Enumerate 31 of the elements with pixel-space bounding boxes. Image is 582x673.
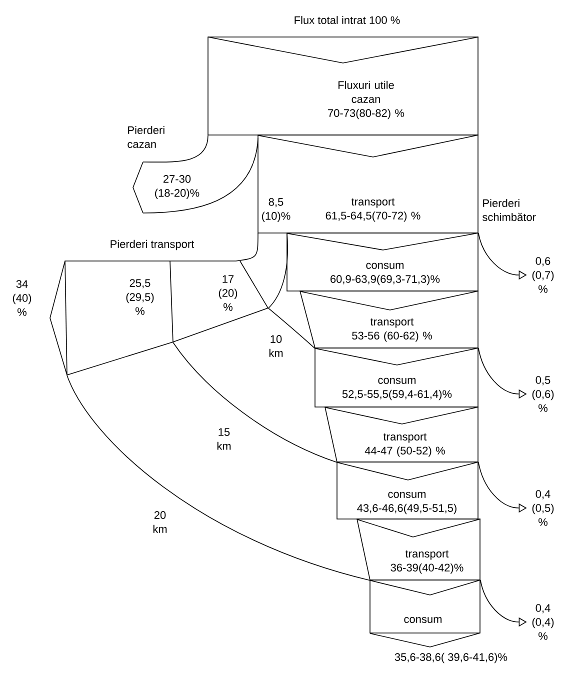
flow-chevron <box>336 462 479 480</box>
flow-chevron <box>370 580 481 596</box>
flow-chevron <box>286 232 479 250</box>
flow-chevron <box>370 632 480 648</box>
flow-curve <box>172 342 338 463</box>
loss-value: 0,4 (0,4) % <box>532 604 554 640</box>
flow-chevron <box>300 290 479 310</box>
flow-curve <box>268 233 288 309</box>
flow-chevron <box>258 134 479 158</box>
loss-value: 0,5 (0,6) % <box>532 376 554 412</box>
edge-label: 20 km <box>149 510 171 534</box>
flow-chevron <box>314 348 479 366</box>
loss-value: 0,6 (0,7) % <box>532 257 554 293</box>
value-label: 8,5 (10)% <box>262 198 290 222</box>
flow-curve <box>268 308 316 349</box>
title: Flux total intrat 100 % <box>294 16 400 24</box>
flow-band: consum 60,9-63,9(69,3-71,3)% <box>286 232 478 292</box>
flow-chevron <box>208 36 479 64</box>
edge-label: 15 km <box>213 427 235 451</box>
flow-curve <box>66 375 370 581</box>
flow-band: consum <box>370 580 480 634</box>
value-label: 35,6-38,6( 39,6-41,6)% <box>394 652 508 664</box>
flow-band: consum 52,5-55,5(59,4-61,4)% <box>314 348 478 408</box>
flow-band: consum 43,6-46,6(49,5-51,5) <box>336 462 478 520</box>
flow-band: transport 36-39(40-42)% <box>356 518 480 580</box>
loss-value: 0,4 (0,5) % <box>532 490 554 526</box>
flow-band: transport 44-47 (50-52) % <box>324 406 478 462</box>
value-label: Pierderi schimbător <box>482 198 536 222</box>
flow-band: Fluxuri utile cazan 70-73(80-82) % <box>208 36 478 136</box>
flow-chevron <box>324 406 479 424</box>
loss-value: Pierderi cazan 27-30 (18-20)% <box>128 126 200 214</box>
